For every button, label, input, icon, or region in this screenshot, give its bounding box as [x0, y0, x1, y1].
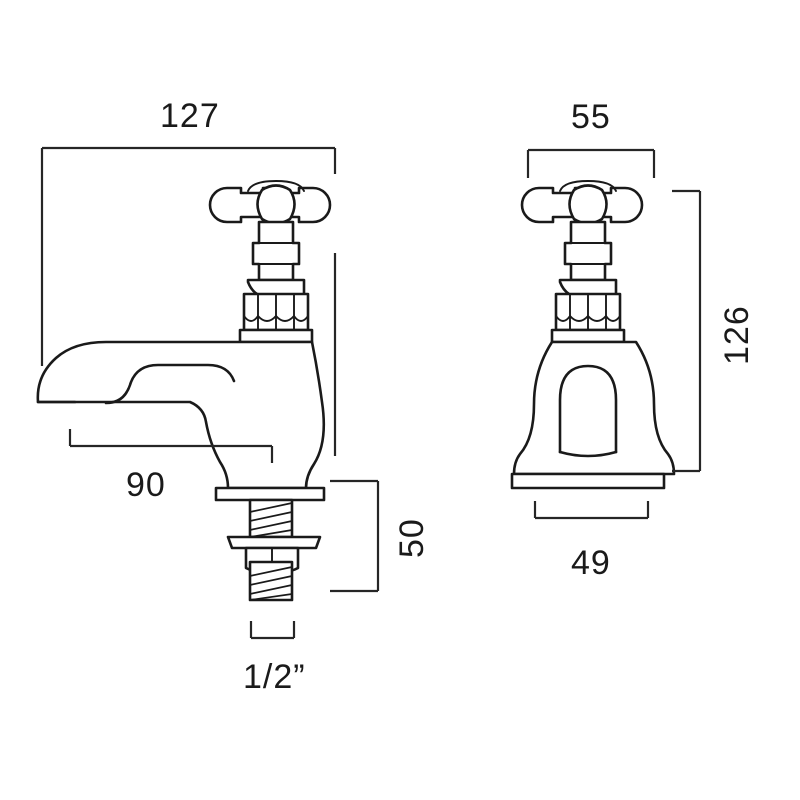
base-flange-front-shape — [510, 472, 666, 490]
front-elevation-view — [510, 180, 676, 490]
dimension-49: 49 — [533, 501, 650, 582]
handle-top-arch-front — [559, 180, 617, 192]
tail-washer — [226, 535, 322, 550]
handle-spindle-front — [563, 220, 613, 282]
spindle-neck-front — [563, 220, 613, 282]
spout-inner-contour — [104, 363, 236, 405]
dimension-half-inch: 1/2” — [243, 621, 306, 696]
dimension-55: 55 — [526, 98, 656, 178]
thread-hatch-u3 — [249, 520, 293, 531]
dimension-126: 126 — [672, 189, 756, 473]
body-outline — [36, 340, 326, 490]
handle-center-boss-front — [568, 184, 608, 225]
handle-top-arch — [247, 180, 305, 192]
dim-127-label: 127 — [160, 97, 220, 135]
hex-chamfer-curve-front — [555, 315, 621, 322]
dim-half-inch-label: 1/2” — [243, 658, 306, 696]
body-inner-arch — [558, 364, 618, 454]
thread-hatch-l1 — [249, 566, 293, 577]
thread-hatch-l3 — [249, 584, 293, 595]
tap-body-spout-side — [36, 340, 326, 490]
base-flange-side — [214, 486, 326, 502]
spindle-neck — [251, 220, 301, 282]
dimension-127: 127 — [40, 97, 337, 456]
dimension-90: 90 — [68, 429, 274, 504]
threaded-tail-lower — [248, 560, 294, 602]
dim-90-label: 90 — [126, 466, 166, 504]
thread-hatch-l2 — [249, 575, 293, 586]
headwork-base-ring-front — [550, 328, 626, 344]
base-flange — [214, 486, 326, 502]
thread-hatch-u1 — [249, 502, 293, 513]
thread-hatch-l4 — [249, 593, 293, 601]
headwork-base-ring — [238, 328, 314, 344]
handle-spindle-side — [251, 220, 301, 282]
side-elevation-view — [36, 180, 332, 602]
dim-55-label: 55 — [571, 98, 611, 136]
headwork-shoulder-front — [550, 278, 626, 344]
dim-50-label: 50 — [393, 518, 431, 558]
hex-chamfer-curve — [243, 315, 309, 322]
handle-center-boss — [256, 184, 296, 225]
thread-hatch-u2 — [249, 511, 293, 522]
dim-126-label: 126 — [718, 305, 756, 365]
dim-49-label: 49 — [571, 544, 611, 582]
body-outline-front — [512, 340, 676, 476]
headwork-shoulder-side — [238, 278, 314, 344]
cross-handle-side — [208, 180, 332, 225]
body-inner-arch-bottom — [558, 450, 618, 458]
threaded-tail-upper — [248, 498, 294, 539]
base-flange-front — [510, 472, 666, 490]
cross-handle-front — [520, 180, 644, 225]
dimension-50: 50 — [330, 479, 431, 593]
tap-body-front — [512, 340, 676, 476]
